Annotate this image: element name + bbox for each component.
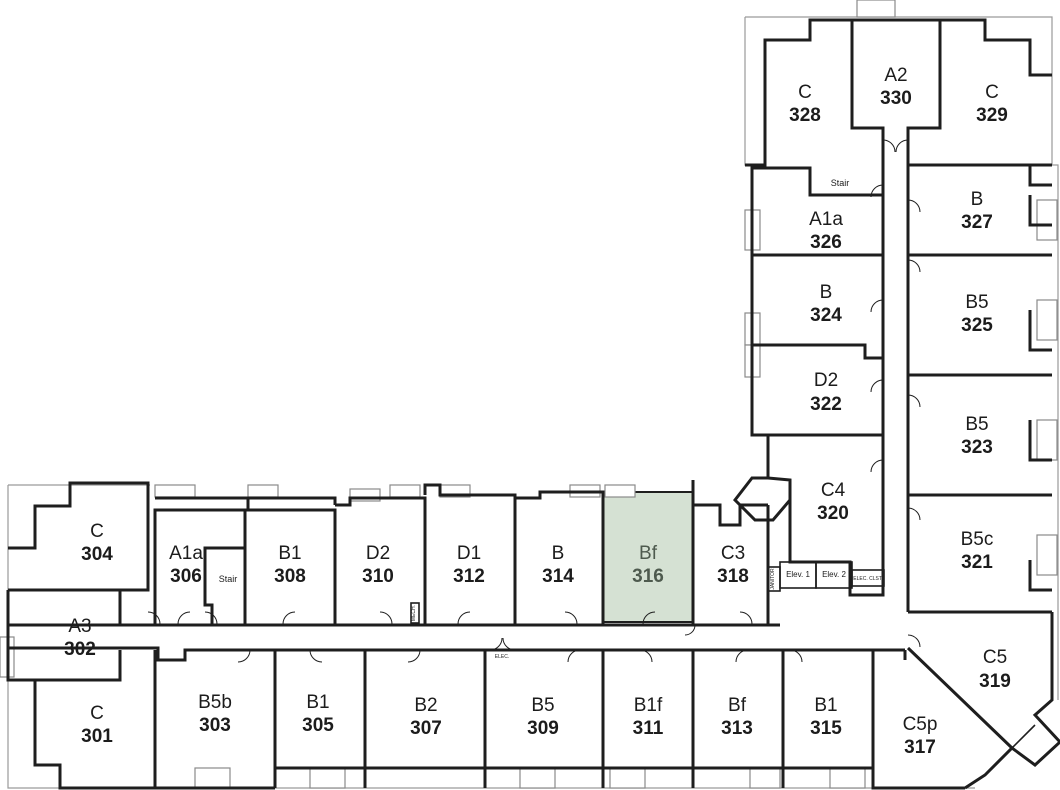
room-type-329: C — [985, 82, 999, 103]
room-number-301: 301 — [81, 726, 113, 747]
room-number-322: 322 — [810, 394, 842, 415]
room-type-314: B — [552, 543, 565, 564]
room-number-327: 327 — [961, 212, 993, 233]
room-type-301: C — [90, 703, 104, 724]
room-number-312: 312 — [453, 566, 485, 587]
room-type-324: B — [820, 282, 833, 303]
room-type-312: D1 — [457, 543, 481, 564]
room-type-321: B5c — [961, 529, 994, 550]
room-number-305: 305 — [302, 715, 334, 736]
room-type-317: C5p — [903, 714, 938, 735]
room-number-318: 318 — [717, 566, 749, 587]
room-number-329: 329 — [976, 105, 1008, 126]
room-type-306: A1a — [169, 543, 203, 564]
room-number-302: 302 — [64, 639, 96, 660]
unit-316-highlight[interactable] — [602, 491, 694, 623]
room-number-304: 304 — [81, 544, 113, 565]
room-number-319: 319 — [979, 671, 1011, 692]
room-type-310: D2 — [366, 543, 390, 564]
room-number-317: 317 — [904, 737, 936, 758]
room-number-303: 303 — [199, 715, 231, 736]
room-type-307: B2 — [414, 695, 437, 716]
room-number-324: 324 — [810, 305, 842, 326]
utility-labels: Stair Stair Elev. 1 Elev. 2 ELEC. CLST. … — [219, 178, 883, 660]
room-number-323: 323 — [961, 437, 993, 458]
room-type-316: Bf — [639, 543, 658, 564]
room-number-309: 309 — [527, 718, 559, 739]
elec-corridor-label: ELEC. — [495, 654, 509, 660]
mech-label: MECH. — [411, 605, 417, 621]
room-type-303: B5b — [198, 692, 232, 713]
room-number-328: 328 — [789, 105, 821, 126]
room-number-316: 316 — [632, 566, 664, 587]
room-number-325: 325 — [961, 315, 993, 336]
room-type-308: B1 — [278, 543, 301, 564]
elec-closet-label: ELEC. CLST. — [853, 576, 882, 582]
elevator-1-label: Elev. 1 — [786, 570, 810, 579]
stair-top-label: Stair — [831, 178, 850, 188]
room-type-313: Bf — [728, 695, 747, 716]
room-type-318: C3 — [721, 543, 745, 564]
room-type-305: B1 — [306, 692, 329, 713]
room-type-315: B1 — [814, 695, 837, 716]
door-swings — [147, 139, 921, 663]
room-type-311: B1f — [634, 695, 663, 716]
room-number-315: 315 — [810, 718, 842, 739]
room-type-320: C4 — [821, 480, 846, 501]
elevator-2-label: Elev. 2 — [822, 570, 846, 579]
room-number-307: 307 — [410, 718, 442, 739]
room-type-322: D2 — [814, 370, 838, 391]
room-type-326: A1a — [809, 209, 843, 230]
janitor-label: JANITOR — [770, 568, 776, 590]
room-type-323: B5 — [965, 414, 988, 435]
room-number-320: 320 — [817, 503, 849, 524]
room-number-310: 310 — [362, 566, 394, 587]
room-number-314: 314 — [542, 566, 574, 587]
room-type-309: B5 — [531, 695, 554, 716]
stair-left-label: Stair — [219, 574, 238, 584]
room-type-330: A2 — [884, 65, 907, 86]
room-number-311: 311 — [633, 718, 664, 739]
room-type-327: B — [971, 189, 984, 210]
room-number-313: 313 — [721, 718, 753, 739]
room-number-306: 306 — [170, 566, 202, 587]
room-type-328: C — [798, 82, 812, 103]
room-type-304: C — [90, 521, 104, 542]
room-number-326: 326 — [810, 232, 842, 253]
room-number-308: 308 — [274, 566, 306, 587]
exterior-outline — [7, 16, 1059, 789]
room-labels: C 328 A2 330 C 329 A1a 326 B 327 B 324 B… — [64, 65, 1011, 758]
room-number-330: 330 — [880, 88, 912, 109]
room-type-302: A3 — [68, 616, 91, 637]
room-type-325: B5 — [965, 292, 988, 313]
room-type-319: C5 — [983, 647, 1007, 668]
room-number-321: 321 — [961, 552, 993, 573]
walls — [6, 18, 1060, 790]
